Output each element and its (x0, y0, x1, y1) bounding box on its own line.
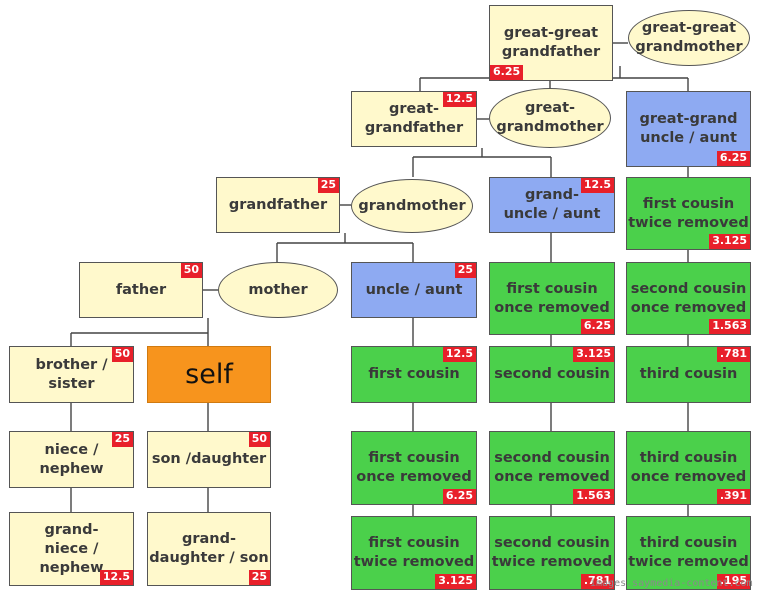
node-label: first cousin twice removed (628, 195, 749, 231)
node-second-cousin: second cousin 3.125 (489, 346, 615, 403)
node-label: father (115, 281, 167, 298)
node-gg-grandmother: great-great grandmother (628, 10, 750, 66)
node-label: third cousin once removed (630, 450, 747, 485)
node-self: self (147, 346, 271, 403)
node-father: father 50 (79, 262, 203, 318)
node-label: third cousin twice removed (628, 535, 749, 570)
relationship-percent-badge: 12.5 (442, 92, 476, 107)
node-label: second cousin twice removed (491, 535, 613, 570)
relationship-percent-badge: 6.25 (490, 65, 524, 80)
node-label: second cousin once removed (630, 280, 747, 316)
node-second-cousin-twice-removed: second cousin twice removed .781 (489, 516, 615, 590)
node-third-cousin-twice-removed: third cousin twice removed .195 (626, 516, 751, 590)
relationship-percent-badge: 50 (111, 347, 133, 362)
relationship-percent-badge: 6.25 (442, 489, 476, 504)
relationship-percent-badge: 50 (248, 432, 270, 447)
node-label: grandmother (358, 197, 466, 214)
relationship-percent-badge: 1.563 (573, 489, 614, 504)
node-son-daughter: son /daughter 50 (147, 431, 271, 488)
relationship-percent-badge: 12.5 (442, 347, 476, 362)
relationship-percent-badge: 25 (111, 432, 133, 447)
relationship-percent-badge: .195 (716, 574, 750, 589)
node-grand-daughter-son: grand- daughter / son 25 (147, 512, 271, 586)
node-label: first cousin (368, 366, 460, 382)
relationship-percent-badge: .781 (716, 347, 750, 362)
node-niece-nephew: niece / nephew 25 (9, 431, 134, 488)
relationship-percent-badge: 12.5 (580, 178, 614, 193)
relationship-percent-badge: 25 (317, 178, 339, 193)
watermark: images.saymedia-content.com (590, 578, 753, 589)
node-label: uncle / aunt (365, 281, 463, 298)
node-first-cousin-twice-removed-down: first cousin twice removed 3.125 (351, 516, 477, 590)
node-label: mother (248, 281, 308, 298)
node-label: first cousin once removed (494, 280, 610, 316)
relationship-percent-badge: 25 (248, 570, 270, 585)
node-gg-grandfather: great-great grandfather 6.25 (489, 5, 613, 81)
node-g-grandmother: great- grandmother (489, 88, 611, 148)
node-label: great-grand uncle / aunt (639, 111, 738, 146)
relationship-percent-badge: 50 (180, 263, 202, 278)
node-label: grand- niece / nephew (39, 521, 104, 576)
node-uncle-aunt: uncle / aunt 25 (351, 262, 477, 318)
relationship-percent-badge: .781 (580, 574, 614, 589)
node-first-cousin-twice-removed-top: first cousin twice removed 3.125 (626, 177, 751, 250)
node-label: son /daughter (151, 451, 267, 467)
node-first-cousin-once-removed-down: first cousin once removed 6.25 (351, 431, 477, 505)
node-label: second cousin (494, 366, 610, 382)
node-first-cousin-once-removed-up: first cousin once removed 6.25 (489, 262, 615, 335)
node-label: third cousin (639, 366, 738, 382)
node-great-grand-uncle-aunt: great-grand uncle / aunt 6.25 (626, 91, 751, 167)
relationship-percent-badge: 6.25 (716, 151, 750, 166)
relationship-percent-badge: 3.125 (709, 234, 750, 249)
node-first-cousin: first cousin 12.5 (351, 346, 477, 403)
node-grandfather: grandfather 25 (216, 177, 340, 233)
relationship-percent-badge: 3.125 (573, 347, 614, 362)
relationship-percent-badge: 12.5 (99, 570, 133, 585)
node-mother: mother (218, 262, 338, 318)
node-label: self (185, 359, 233, 390)
relationship-percent-badge: 25 (454, 263, 476, 278)
node-label: second cousin once removed (494, 450, 610, 485)
relationship-percent-badge: 6.25 (580, 319, 614, 334)
node-third-cousin-once-removed: third cousin once removed .391 (626, 431, 751, 505)
node-label: niece / nephew (39, 441, 104, 477)
node-label: great-great grandmother (635, 20, 743, 55)
node-label: grand- daughter / son (149, 531, 269, 566)
relationship-percent-badge: 1.563 (709, 319, 750, 334)
node-label: grand- uncle / aunt (503, 187, 601, 222)
node-second-cousin-once-removed-down: second cousin once removed 1.563 (489, 431, 615, 505)
node-label: great- grandfather (364, 101, 464, 136)
relationship-percent-badge: .391 (716, 489, 750, 504)
node-label: first cousin once removed (356, 450, 472, 485)
node-label: great-great grandfather (501, 25, 601, 60)
node-label: brother / sister (35, 356, 108, 392)
node-third-cousin: third cousin .781 (626, 346, 751, 403)
relationship-percent-badge: 3.125 (435, 574, 476, 589)
node-second-cousin-once-removed-up: second cousin once removed 1.563 (626, 262, 751, 335)
node-label: grandfather (228, 196, 328, 213)
node-label: great- grandmother (496, 100, 604, 135)
node-label: first cousin twice removed (353, 535, 475, 570)
node-grandmother: grandmother (351, 179, 473, 233)
